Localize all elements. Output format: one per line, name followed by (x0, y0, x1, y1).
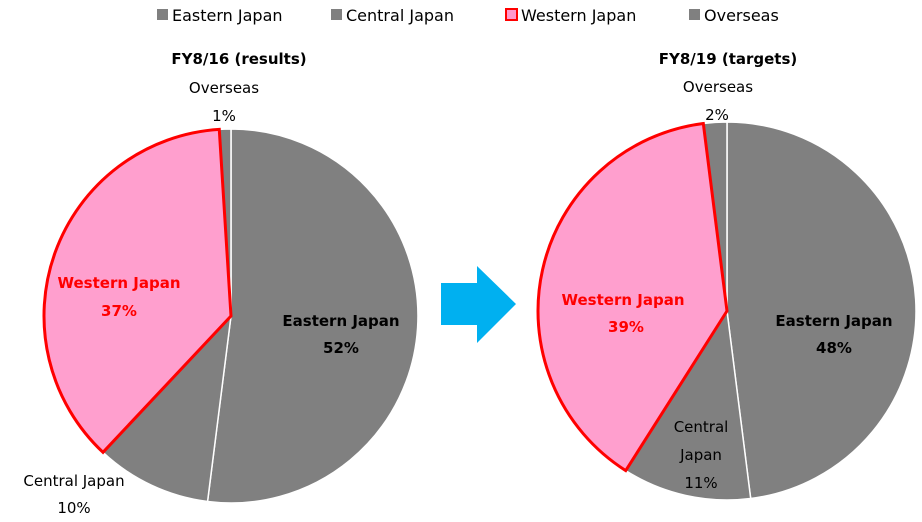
label-eastern-name-fy8-19: Eastern Japan (775, 312, 892, 330)
label-overseas-value-fy8-16: 1% (212, 107, 236, 125)
label-western-value-fy8-16: 37% (101, 302, 137, 320)
legend: Eastern Japan Central Japan Western Japa… (157, 6, 779, 25)
pie-slice-western-japan-fy8-16 (42, 127, 233, 455)
pie-title-fy8-16: FY8/16 (results) (171, 50, 306, 68)
label-central-line2-fy8-19: Japan (679, 446, 722, 464)
legend-swatch-central-japan (331, 9, 342, 20)
legend-swatch-overseas (689, 9, 700, 20)
pie-slice-central-japan-fy8-16 (101, 313, 233, 503)
pie-slice-eastern-japan-fy8-16 (206, 128, 419, 504)
label-central-value-fy8-16: 10% (57, 499, 90, 517)
pie-slice-eastern-japan-fy8-19 (726, 121, 917, 500)
label-eastern-name-fy8-16: Eastern Japan (282, 312, 399, 330)
legend-label-western-japan: Western Japan (521, 6, 636, 25)
label-eastern-value-fy8-16: 52% (323, 339, 359, 357)
label-overseas-value-fy8-19: 2% (705, 106, 729, 124)
legend-label-central-japan: Central Japan (346, 6, 454, 25)
pie-slice-western-japan-fy8-19 (536, 121, 729, 473)
legend-swatch-western-japan (505, 8, 518, 21)
label-overseas-name-fy8-16: Overseas (189, 79, 259, 97)
legend-swatch-eastern-japan (157, 9, 168, 20)
label-western-value-fy8-19: 39% (608, 318, 644, 336)
right-arrow-icon (441, 266, 516, 343)
pie-fy8-16 (42, 127, 419, 504)
label-eastern-value-fy8-19: 48% (816, 339, 852, 357)
legend-label-overseas: Overseas (704, 6, 779, 25)
pie-slice-central-japan-fy8-19 (624, 308, 752, 501)
pie-title-fy8-19: FY8/19 (targets) (659, 50, 798, 68)
label-central-name-fy8-16: Central Japan (23, 472, 124, 490)
label-central-line1-fy8-19: Central (674, 418, 729, 436)
label-western-name-fy8-16: Western Japan (58, 274, 181, 292)
label-central-value-fy8-19: 11% (684, 474, 717, 492)
label-western-name-fy8-19: Western Japan (562, 291, 685, 309)
pie-fy8-19 (536, 121, 917, 501)
legend-label-eastern-japan: Eastern Japan (172, 6, 283, 25)
label-overseas-name-fy8-19: Overseas (683, 78, 753, 96)
